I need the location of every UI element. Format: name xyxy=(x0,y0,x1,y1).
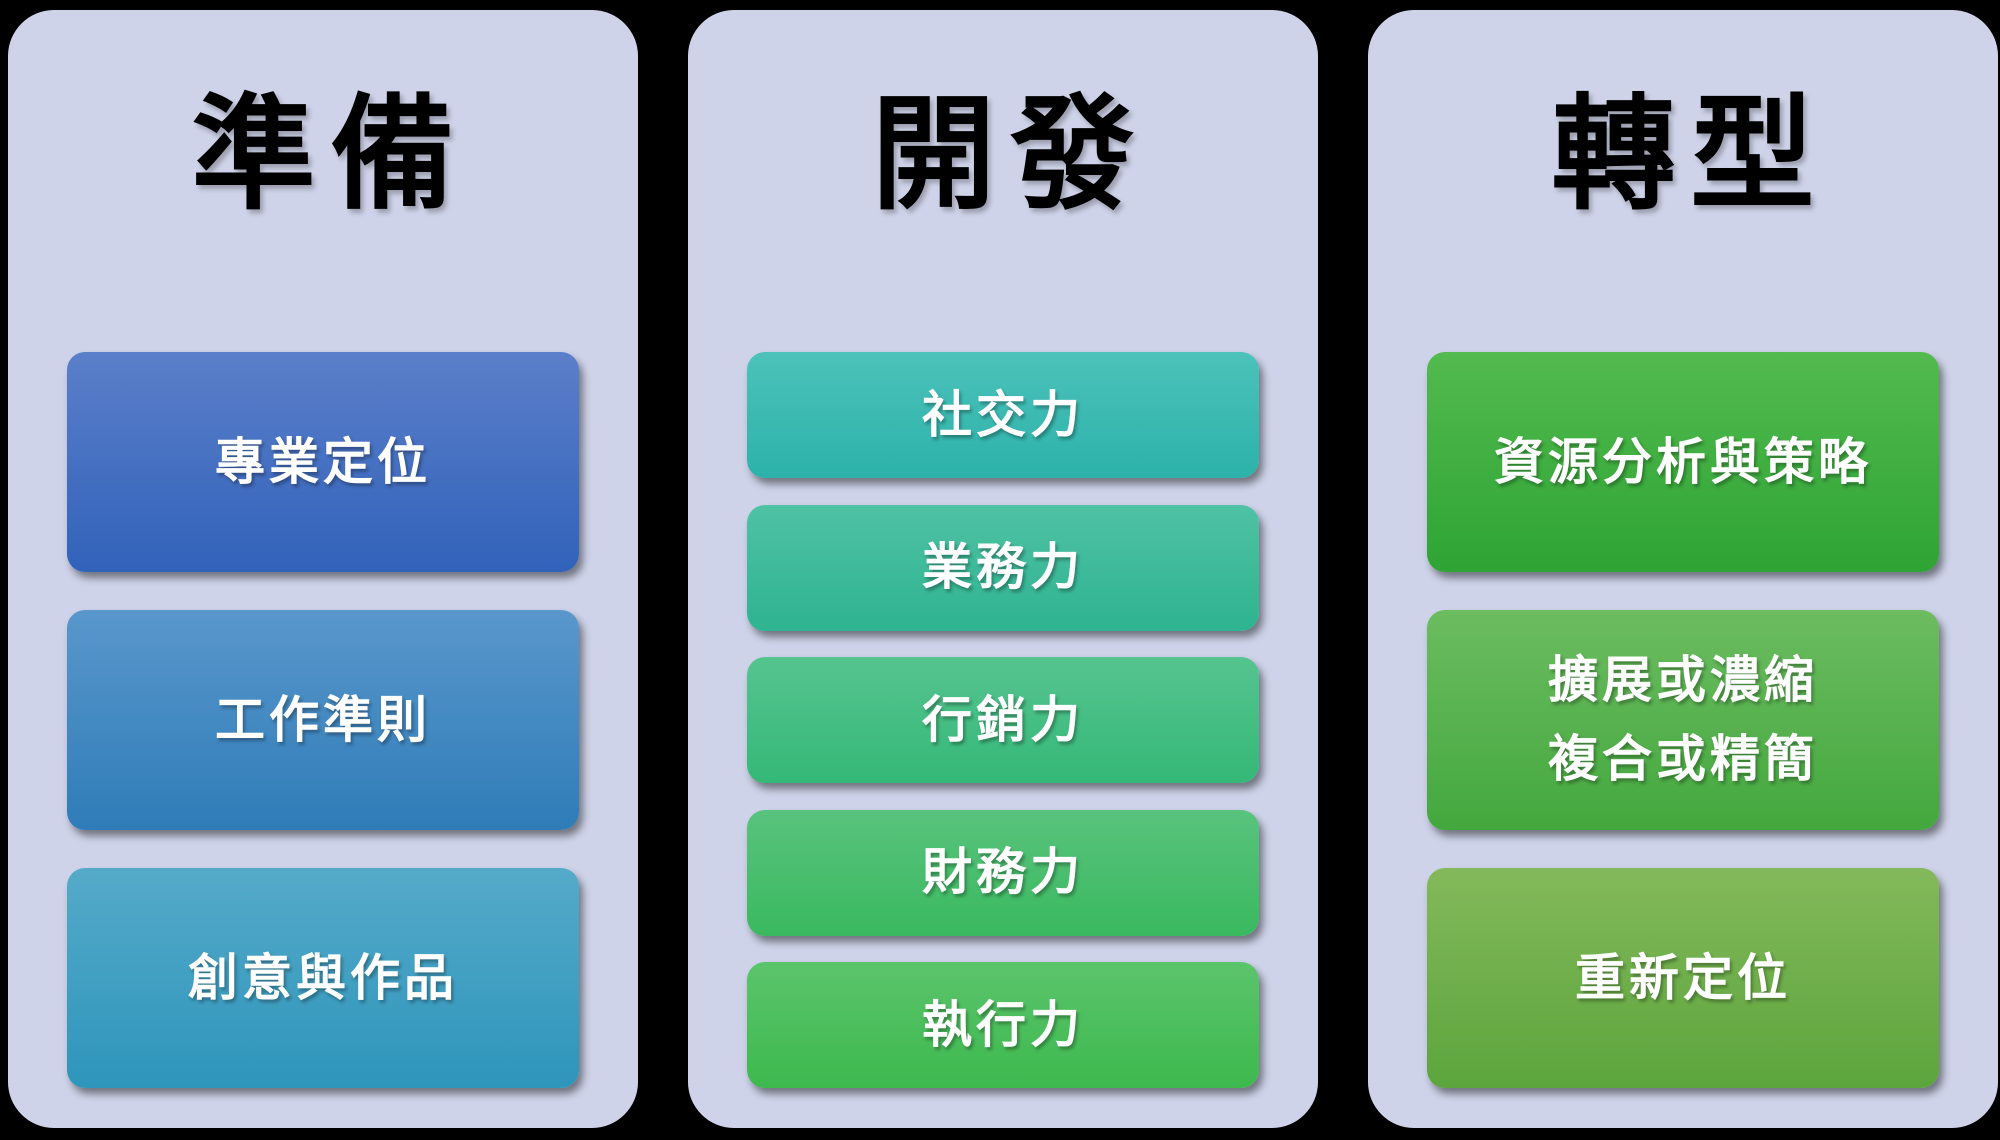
stage-item-label: 專業定位 xyxy=(215,432,431,491)
stage-item: 財務力 xyxy=(747,809,1259,936)
stage-item-label: 擴展或濃縮 xyxy=(1548,651,1818,709)
stage-item-label: 行銷力 xyxy=(922,690,1084,749)
stage-item: 工作準則 xyxy=(67,610,579,830)
stage-column-development: 開發 社交力業務力行銷力財務力執行力 xyxy=(688,10,1318,1128)
stage-item-label: 財務力 xyxy=(922,843,1084,901)
stage-item: 社交力 xyxy=(747,352,1259,478)
stage-title: 轉型 xyxy=(1551,83,1830,227)
stage-item-label: 重新定位 xyxy=(1575,948,1791,1007)
stage-item: 專業定位 xyxy=(67,352,579,572)
stage-title: 準備 xyxy=(191,83,470,227)
stage-item-label: 複合或精簡 xyxy=(1548,730,1818,788)
stage-item-label: 業務力 xyxy=(922,538,1084,596)
stage-item-label: 工作準則 xyxy=(215,690,431,749)
stage-item: 業務力 xyxy=(747,504,1259,631)
stage-item-label: 執行力 xyxy=(922,995,1084,1054)
stage-item-list: 資源分析與策略擴展或濃縮複合或精簡重新定位 xyxy=(1368,352,1998,1088)
stage-item-label: 資源分析與策略 xyxy=(1494,432,1872,491)
stage-column-preparation: 準備 專業定位工作準則創意與作品 xyxy=(8,10,638,1128)
stage-item: 執行力 xyxy=(747,962,1259,1088)
stage-column-transformation: 轉型 資源分析與策略擴展或濃縮複合或精簡重新定位 xyxy=(1368,10,1998,1128)
stage-item-list: 專業定位工作準則創意與作品 xyxy=(8,352,638,1088)
stage-item: 擴展或濃縮複合或精簡 xyxy=(1427,610,1939,830)
stage-item-label: 社交力 xyxy=(922,385,1084,444)
stage-item: 行銷力 xyxy=(747,657,1259,783)
stage-item-label: 創意與作品 xyxy=(188,948,458,1007)
stage-item: 重新定位 xyxy=(1427,868,1939,1088)
stage-item: 創意與作品 xyxy=(67,868,579,1088)
stage-item: 資源分析與策略 xyxy=(1427,352,1939,572)
stage-title: 開發 xyxy=(871,83,1150,227)
stage-item-list: 社交力業務力行銷力財務力執行力 xyxy=(688,352,1318,1088)
